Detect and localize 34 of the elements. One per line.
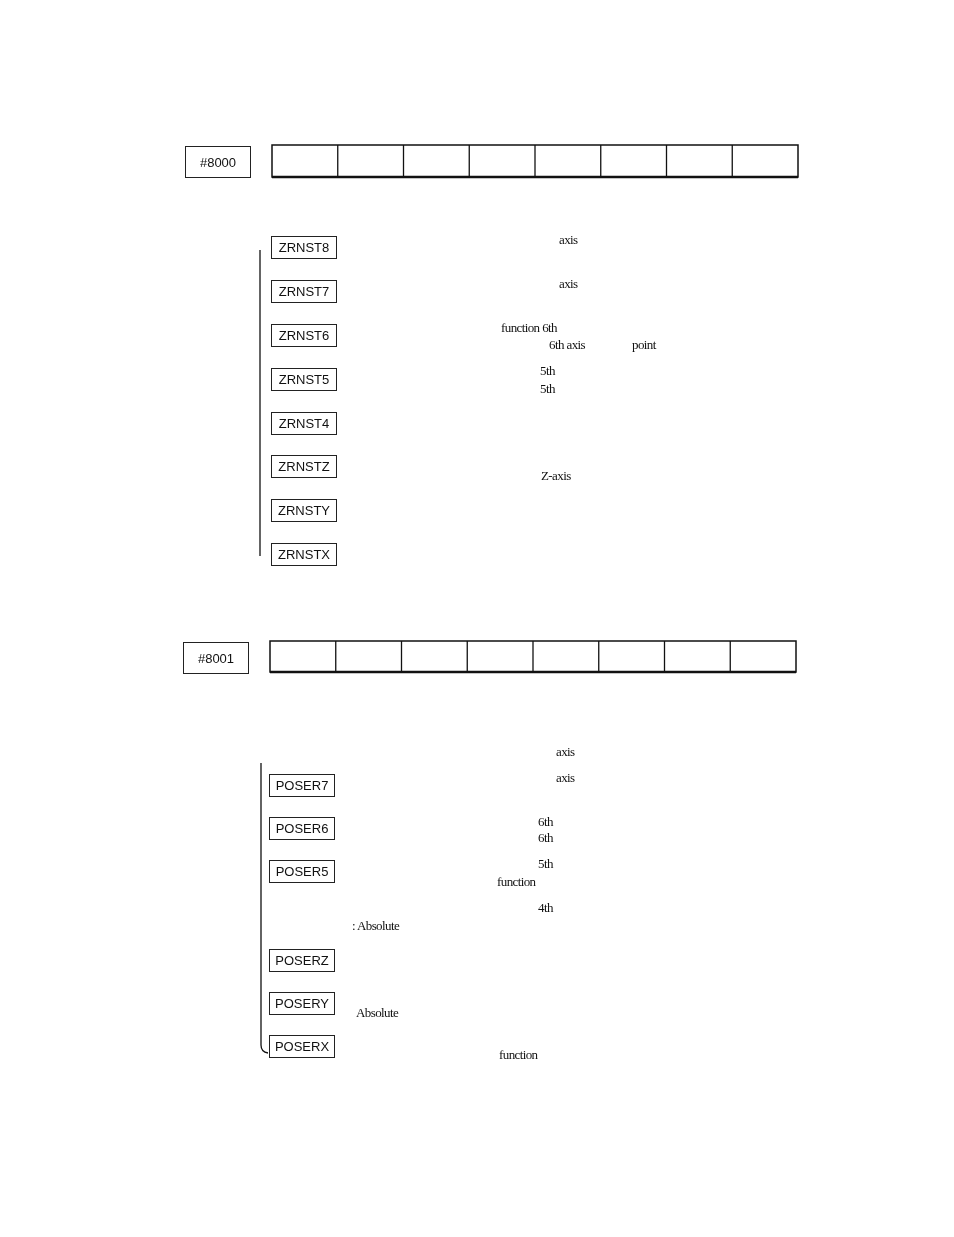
text-fragment: axis (559, 232, 578, 247)
signal-name: ZRNSTY (271, 499, 337, 522)
signal-name: ZRNST4 (271, 412, 337, 435)
signal-name: ZRNST7 (271, 280, 337, 303)
text-fragment: function (497, 874, 536, 889)
signal-name: #8001 (183, 642, 249, 674)
signal-name: POSER5 (269, 860, 335, 883)
signal-name: #8000 (185, 146, 251, 178)
signal-name: POSER6 (269, 817, 335, 840)
text-fragment: axis (559, 276, 578, 291)
text-fragment: Z-axis (541, 468, 571, 483)
text-fragment: 6th (538, 814, 553, 829)
text-fragment: 5th (540, 363, 555, 378)
signal-name: POSERZ (269, 949, 335, 972)
signal-name: POSER7 (269, 774, 335, 797)
signal-name: POSERX (269, 1035, 335, 1058)
signal-name: ZRNSTZ (271, 455, 337, 478)
text-fragment: axis (556, 770, 575, 785)
text-fragment: 4th (538, 900, 553, 915)
text-fragment: 6th axis (549, 337, 585, 352)
signal-name: ZRNST5 (271, 368, 337, 391)
text-fragment: axis (556, 744, 575, 759)
signal-name: ZRNSTX (271, 543, 337, 566)
signal-name: ZRNST8 (271, 236, 337, 259)
text-fragment: 6th (538, 830, 553, 845)
text-fragment: function (499, 1047, 538, 1062)
text-fragment: 5th (540, 381, 555, 396)
text-fragment: : Absolute (352, 918, 400, 933)
text-fragment: point (632, 337, 656, 352)
text-fragment: 5th (538, 856, 553, 871)
text-fragment: function 6th (501, 320, 557, 335)
signal-name: POSERY (269, 992, 335, 1015)
signal-name: ZRNST6 (271, 324, 337, 347)
text-fragment: Absolute (356, 1005, 399, 1020)
